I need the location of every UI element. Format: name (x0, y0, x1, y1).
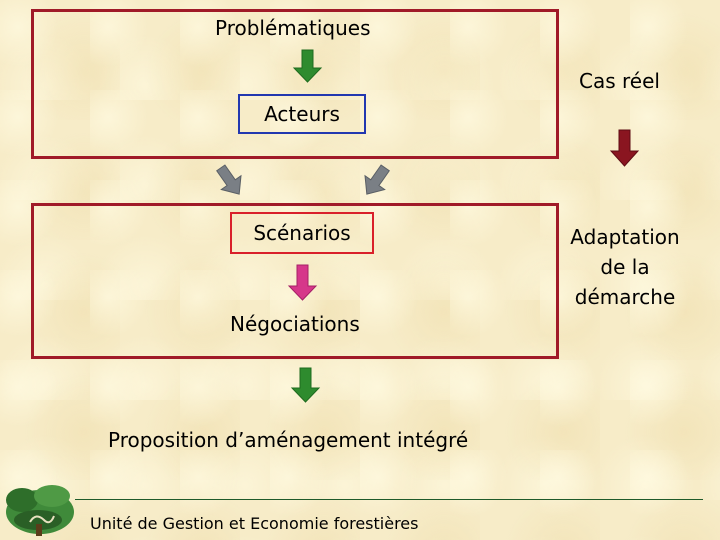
top-frame (31, 9, 559, 159)
adaptation-line-1: Adaptation (570, 225, 680, 249)
arrow-scenarios-to-negociations (287, 264, 318, 301)
arrow-negociations-to-proposition (290, 367, 321, 403)
arrow-problematiques-to-acteurs (292, 49, 323, 83)
arrow-cas-reel-to-adaptation (609, 129, 640, 167)
problematiques-label: Problématiques (215, 16, 371, 40)
tree-logo-icon (6, 485, 74, 536)
scenarios-box: Scénarios (230, 212, 374, 254)
arrow-right-gray (364, 164, 390, 195)
adaptation-line-3: démarche (574, 285, 676, 309)
acteurs-label: Acteurs (264, 102, 340, 126)
scenarios-label: Scénarios (253, 221, 351, 245)
arrow-left-gray (216, 164, 242, 195)
footer-divider (75, 499, 703, 500)
adaptation-line-2: de la (600, 255, 650, 279)
footer-institution: Unité de Gestion et Economie forestières (90, 514, 419, 533)
cas-reel-label: Cas réel (579, 69, 660, 93)
middle-frame (31, 203, 559, 359)
proposition-label: Proposition d’aménagement intégré (108, 428, 469, 452)
negociations-label: Négociations (230, 312, 360, 336)
adaptation-label: Adaptation de la démarche (562, 222, 688, 312)
acteurs-box: Acteurs (238, 94, 366, 134)
